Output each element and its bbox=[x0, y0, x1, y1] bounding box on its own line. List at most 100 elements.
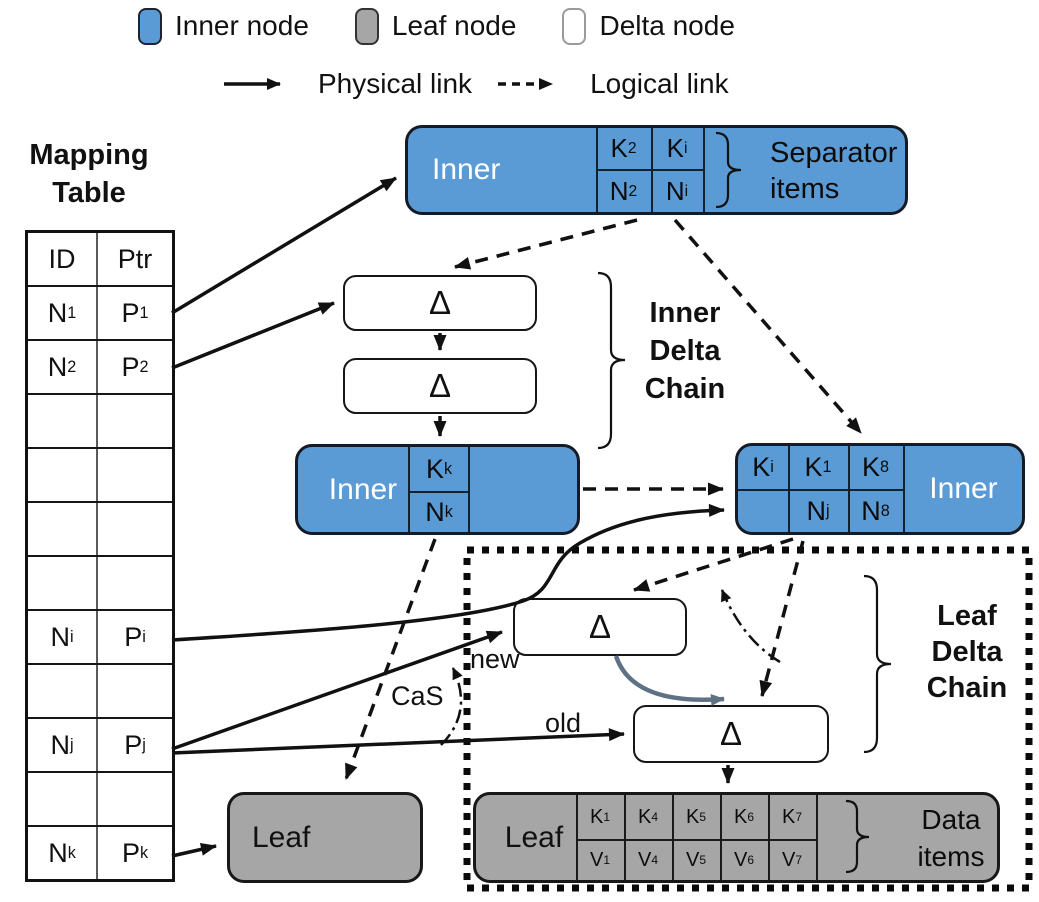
leaf-delta-chain-brace bbox=[863, 574, 892, 754]
physical-link-sample-arrow bbox=[224, 78, 281, 90]
id-cell bbox=[28, 503, 98, 555]
leaf-delta-chain-label: Leaf Delta Chain bbox=[926, 600, 1008, 704]
data-items-label: Data items bbox=[917, 804, 985, 872]
node-label: Leaf bbox=[504, 820, 564, 854]
logical-link-nk-to-left-leaf bbox=[344, 538, 437, 780]
ptr-cell bbox=[98, 449, 172, 501]
inner-node-swatch bbox=[138, 7, 162, 45]
inner-delta-chain-label: Inner Delta Chain bbox=[644, 297, 726, 405]
inner-delta-node-2: Δ bbox=[343, 358, 537, 414]
table-row bbox=[28, 449, 172, 503]
left-leaf-node: Leaf bbox=[227, 792, 423, 883]
separator-items-label: Separator items bbox=[770, 137, 898, 205]
legend-item-inner-node: Inner node bbox=[138, 7, 309, 45]
logical-link-nj-to-new-delta bbox=[633, 537, 794, 592]
legend-label: Delta node bbox=[599, 10, 735, 41]
legend-label: Physical link bbox=[318, 68, 473, 99]
id-cell bbox=[28, 773, 98, 825]
node-label: Inner bbox=[328, 472, 398, 506]
physical-link-pj-new-to-delta bbox=[171, 630, 503, 751]
leaf-node-swatch bbox=[354, 7, 379, 45]
table-row bbox=[28, 503, 172, 557]
mapping-table-header-row: ID Ptr bbox=[28, 233, 172, 287]
table-row bbox=[28, 395, 172, 449]
old-pointer-label: old bbox=[545, 708, 582, 738]
ptr-cell bbox=[98, 503, 172, 555]
legend-label: Inner node bbox=[175, 10, 309, 41]
legend-link-types: Physical link Logical link bbox=[222, 64, 729, 104]
node-label: Inner bbox=[432, 153, 501, 186]
logical-link-n2-to-inner-delta bbox=[454, 218, 638, 270]
leaf-delta-node-new: Δ bbox=[513, 598, 687, 656]
ptr-cell bbox=[98, 665, 172, 717]
delta-install-arrow bbox=[613, 655, 725, 706]
table-row bbox=[28, 773, 172, 827]
physical-link-p2-to-inner-delta bbox=[171, 301, 335, 370]
ptr-cell bbox=[98, 773, 172, 825]
delta-node-swatch bbox=[562, 7, 587, 45]
inner-delta-node-1: Δ bbox=[343, 275, 537, 331]
column-header-ptr: Ptr bbox=[117, 243, 153, 274]
id-cell bbox=[28, 395, 98, 447]
table-row bbox=[28, 557, 172, 611]
legend-node-types: Inner node Leaf node Delta node bbox=[138, 4, 735, 48]
logical-link-nj-to-old-delta bbox=[759, 540, 805, 697]
table-row bbox=[28, 665, 172, 719]
node-label: Leaf bbox=[252, 820, 311, 854]
ptr-cell bbox=[98, 557, 172, 609]
legend-item-leaf-node: Leaf node bbox=[354, 7, 517, 45]
node-label: Inner bbox=[929, 472, 998, 505]
column-header-id: ID bbox=[28, 233, 98, 285]
legend-label: Leaf node bbox=[391, 10, 517, 41]
id-cell bbox=[28, 557, 98, 609]
physical-link-pk-to-left-leaf bbox=[171, 842, 217, 858]
ptr-cell bbox=[98, 395, 172, 447]
id-cell bbox=[28, 665, 98, 717]
legend-label: Logical link bbox=[590, 68, 729, 99]
mapping-table-title: Mapping Table bbox=[29, 139, 149, 209]
node-cell bbox=[738, 491, 788, 532]
cas-swap-arrow bbox=[440, 667, 463, 746]
logical-redirect-arrow bbox=[720, 589, 781, 664]
logical-link-sample-arrow bbox=[498, 78, 554, 90]
